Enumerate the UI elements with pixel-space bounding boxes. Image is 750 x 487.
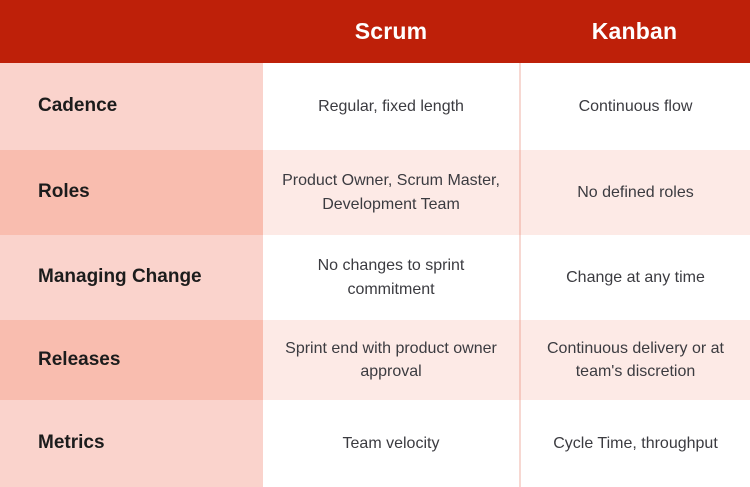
- row-scrum-text: Team velocity: [342, 434, 440, 452]
- header-cell-scrum: Scrum: [263, 0, 519, 63]
- header-cell-label-column: [0, 0, 263, 63]
- row-scrum-cell: Regular, fixed length: [263, 63, 519, 150]
- row-label-text: Metrics: [38, 432, 105, 454]
- table-header-row: Scrum Kanban: [0, 0, 750, 63]
- header-title-kanban: Kanban: [591, 17, 678, 44]
- table-row: Releases Sprint end with product owner a…: [0, 320, 750, 400]
- table-row: Cadence Regular, fixed length Continuous…: [0, 63, 750, 150]
- row-scrum-text: Product Owner, Scrum Master, Development…: [282, 172, 500, 213]
- row-kanban-text: Change at any time: [566, 268, 705, 286]
- row-kanban-text: Continuous flow: [578, 97, 693, 115]
- row-kanban-cell: Change at any time: [519, 235, 750, 320]
- row-scrum-cell: Sprint end with product owner approval: [263, 320, 519, 400]
- row-label-text: Releases: [38, 348, 121, 370]
- table-row: Roles Product Owner, Scrum Master, Devel…: [0, 150, 750, 235]
- row-label-cell: Managing Change: [0, 235, 263, 320]
- row-label-cell: Releases: [0, 320, 263, 400]
- row-label-text: Managing Change: [38, 266, 202, 288]
- row-scrum-text: Sprint end with product owner approval: [285, 339, 497, 380]
- row-scrum-cell: Team velocity: [263, 400, 519, 487]
- table-row: Metrics Team velocity Cycle Time, throug…: [0, 400, 750, 487]
- row-label-cell: Cadence: [0, 63, 263, 150]
- row-label-cell: Roles: [0, 150, 263, 235]
- row-label-cell: Metrics: [0, 400, 263, 487]
- row-kanban-cell: Cycle Time, throughput: [519, 400, 750, 487]
- row-kanban-text: Cycle Time, throughput: [553, 434, 718, 452]
- row-scrum-cell: Product Owner, Scrum Master, Development…: [263, 150, 519, 235]
- row-kanban-cell: No defined roles: [519, 150, 750, 235]
- row-kanban-cell: Continuous flow: [519, 63, 750, 150]
- row-scrum-cell: No changes to sprint commitment: [263, 235, 519, 320]
- row-scrum-text: No changes to sprint commitment: [317, 257, 465, 298]
- row-label-text: Roles: [38, 181, 90, 203]
- table-body: Cadence Regular, fixed length Continuous…: [0, 63, 750, 487]
- row-kanban-cell: Continuous delivery or at team's discret…: [519, 320, 750, 400]
- row-kanban-text: Continuous delivery or at team's discret…: [547, 339, 724, 380]
- table-row: Managing Change No changes to sprint com…: [0, 235, 750, 320]
- header-cell-kanban: Kanban: [519, 0, 750, 63]
- header-title-scrum: Scrum: [354, 17, 428, 44]
- row-scrum-text: Regular, fixed length: [318, 97, 464, 115]
- row-label-text: Cadence: [38, 95, 118, 117]
- row-kanban-text: No defined roles: [577, 183, 694, 201]
